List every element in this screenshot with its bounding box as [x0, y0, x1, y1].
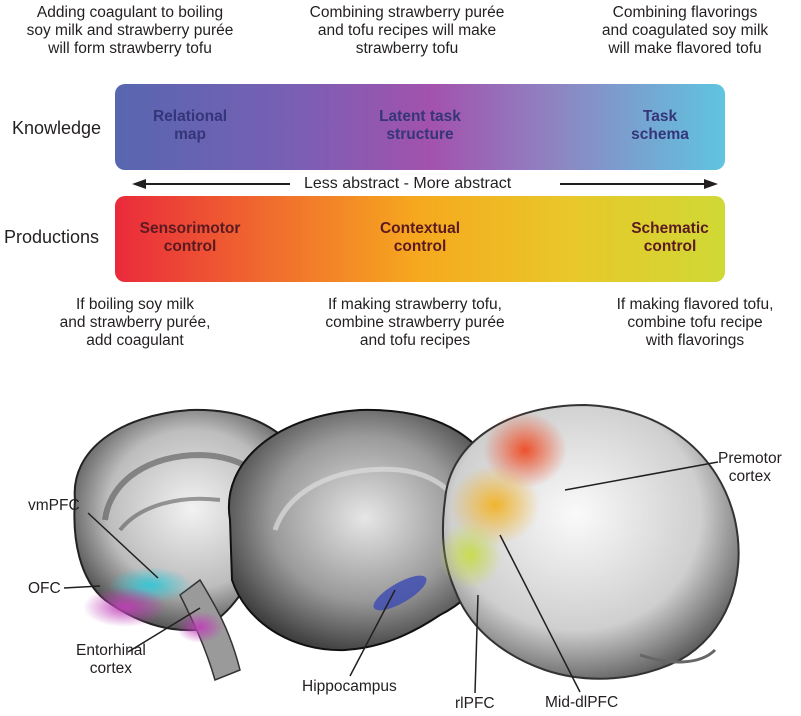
label-mid-dlpfc: Mid-dlPFC	[545, 694, 618, 712]
caption-top-right: Combining flavorings and coagulated soy …	[580, 4, 790, 58]
caption-top-left: Adding coagulant to boiling soy milk and…	[5, 4, 255, 58]
productions-gradient-band: Sensorimotor control Contextual control …	[115, 196, 725, 282]
caption-bottom-center: If making strawberry tofu, combine straw…	[300, 296, 530, 350]
label-ofc: OFC	[28, 580, 61, 598]
caption-bottom-left: If boiling soy milk and strawberry purée…	[20, 296, 250, 350]
caption-top-center: Combining strawberry purée and tofu reci…	[292, 4, 522, 58]
row-label-productions: Productions	[4, 227, 99, 247]
productions-schematic-control: Schematic control	[610, 220, 730, 256]
abstraction-axis-label: Less abstract - More abstract	[300, 175, 515, 193]
lateral-brain-view	[438, 405, 739, 679]
productions-sensorimotor-control: Sensorimotor control	[115, 220, 265, 256]
label-entorhinal-cortex: Entorhinal cortex	[76, 642, 146, 678]
label-premotor-cortex: Premotor cortex	[718, 450, 782, 486]
row-label-knowledge: Knowledge	[12, 118, 101, 138]
productions-contextual-control: Contextual control	[345, 220, 495, 256]
knowledge-gradient-band: Relational map Latent task structure Tas…	[115, 84, 725, 170]
knowledge-relational-map: Relational map	[115, 108, 265, 144]
label-rlpfc: rlPFC	[455, 695, 495, 713]
knowledge-task-schema: Task schema	[605, 108, 715, 144]
caption-bottom-right: If making flavored tofu, combine tofu re…	[590, 296, 800, 350]
label-hippocampus: Hippocampus	[302, 678, 397, 696]
knowledge-latent-task-structure: Latent task structure	[335, 108, 505, 144]
label-vmpfc: vmPFC	[28, 497, 80, 515]
